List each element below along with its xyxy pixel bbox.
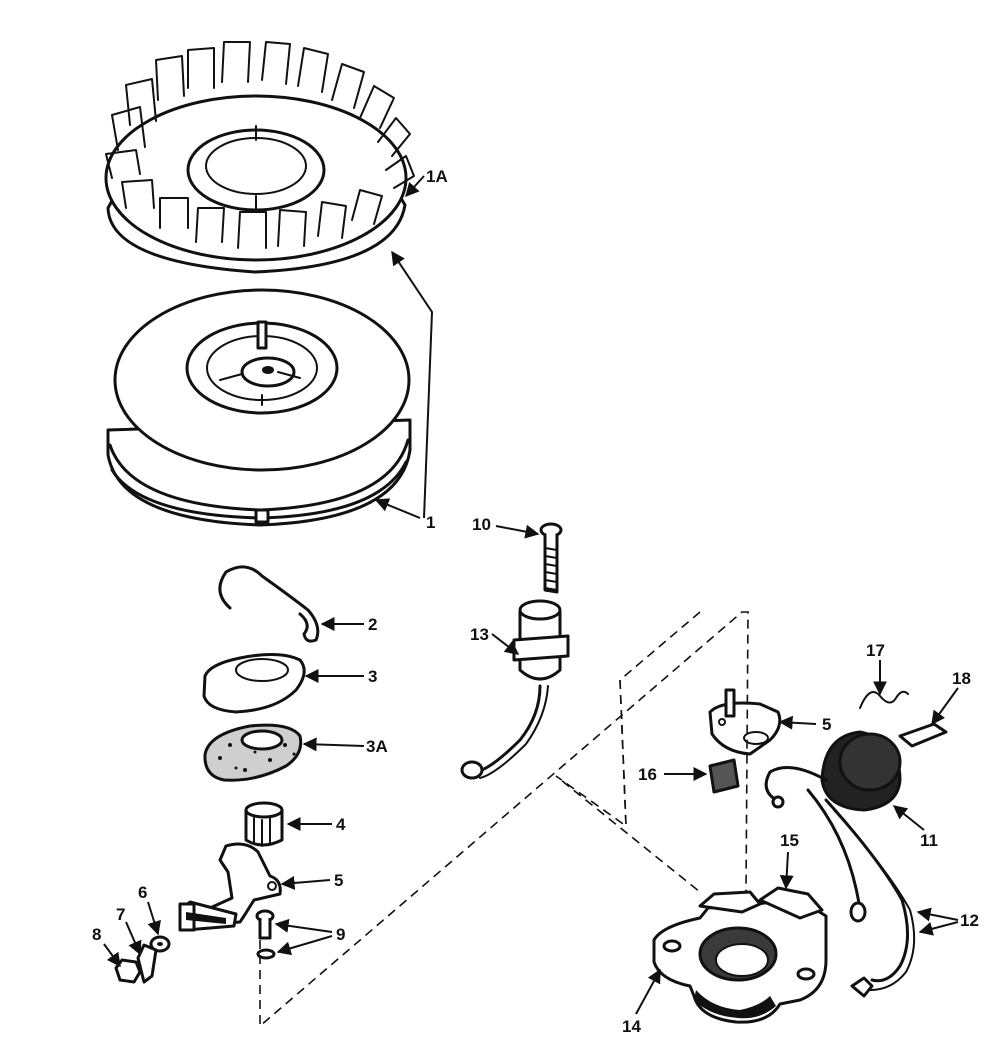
callout-1a: 1A [426, 167, 448, 186]
terminal-clip-part [136, 943, 158, 984]
nut-part [114, 958, 142, 984]
callout-11: 11 [920, 831, 938, 850]
condenser-screw-part [539, 522, 563, 594]
callout-12: 12 [960, 911, 979, 930]
callout-15: 15 [780, 831, 799, 850]
callout-6: 6 [138, 883, 147, 902]
callout-9: 9 [336, 925, 345, 944]
bracket-part [708, 688, 782, 756]
callout-14: 14 [622, 1017, 641, 1036]
ignition-coil-part [764, 730, 902, 923]
washer-part [149, 935, 171, 953]
sleeve-part [244, 801, 284, 847]
callout-17: 17 [866, 641, 885, 660]
callout-1: 1 [426, 513, 435, 532]
callout-5-lower: 5 [334, 871, 343, 890]
breaker-box-part [652, 886, 828, 1024]
callout-13: 13 [470, 625, 489, 644]
callout-2: 2 [368, 615, 377, 634]
lead-wire-part [824, 798, 916, 998]
callout-3a: 3A [366, 737, 388, 756]
callout-7: 7 [116, 905, 125, 924]
callout-labels: 1A 1 2 3 3A 4 5 6 7 8 9 10 13 5 16 17 18… [92, 167, 979, 1036]
callout-4: 4 [336, 815, 346, 834]
spring-wire-part [859, 690, 909, 709]
wire-clip-part [218, 565, 320, 643]
flywheel-part [106, 288, 412, 527]
callout-10: 10 [472, 515, 491, 534]
breaker-arm-part [178, 842, 282, 932]
condenser-part [460, 599, 570, 780]
pad-part [708, 758, 740, 794]
flywheel-fan-part [104, 41, 415, 274]
assembly-dashed-lines [259, 611, 749, 1028]
plate-part [202, 653, 306, 714]
callout-8: 8 [92, 925, 101, 944]
callout-18: 18 [952, 669, 971, 688]
felt-part [203, 723, 303, 782]
retainer-clip-part [898, 722, 948, 748]
callout-16: 16 [638, 765, 657, 784]
callout-3: 3 [368, 667, 377, 686]
leader-lines [103, 175, 959, 1015]
callout-5-upper: 5 [822, 715, 831, 734]
screw-washer-part [255, 909, 276, 960]
